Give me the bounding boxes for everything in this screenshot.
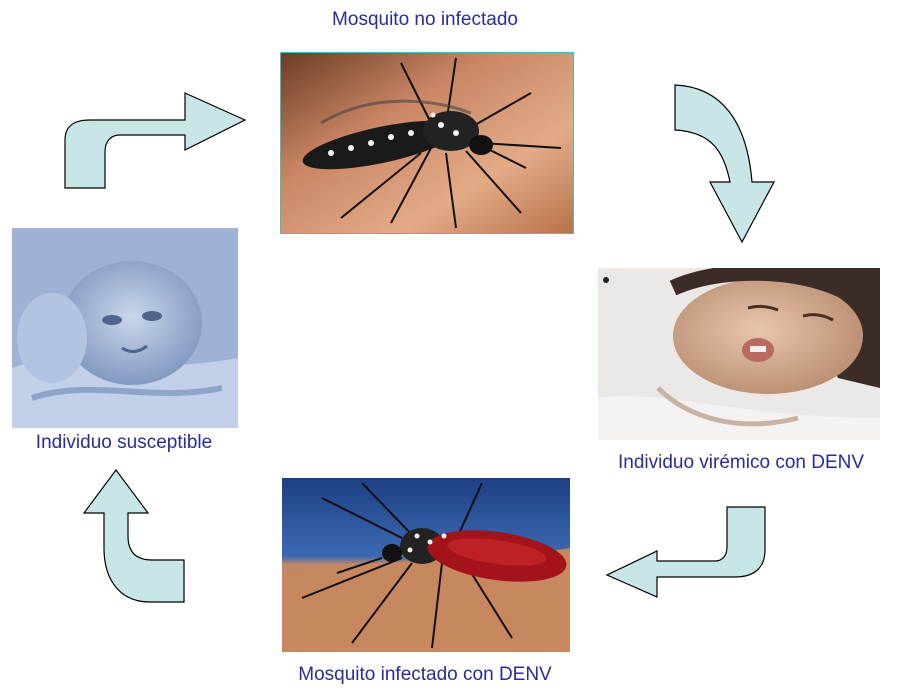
arrow-to-left-icon (80, 468, 188, 606)
photo-mosquito-uninfected (280, 52, 574, 234)
label-mosquito-infected: Mosquito infectado con DENV (270, 664, 580, 686)
arrow-to-bottom-icon (605, 505, 769, 599)
label-mosquito-uninfected: Mosquito no infectado (290, 9, 560, 31)
arrow-to-right-icon (672, 82, 784, 244)
blood-fed-mosquito-icon (282, 478, 570, 652)
mosquito-icon (281, 53, 573, 233)
label-viremic-individual: Individuo virémico con DENV (586, 452, 896, 474)
sick-child-icon (598, 268, 880, 440)
sleeping-infant-icon (12, 228, 238, 428)
photo-viremic-individual (598, 268, 880, 440)
label-susceptible-individual: Individuo susceptible (4, 432, 244, 454)
photo-susceptible-individual (12, 228, 238, 428)
arrow-to-top-icon (60, 90, 250, 190)
photo-mosquito-infected (282, 478, 570, 652)
